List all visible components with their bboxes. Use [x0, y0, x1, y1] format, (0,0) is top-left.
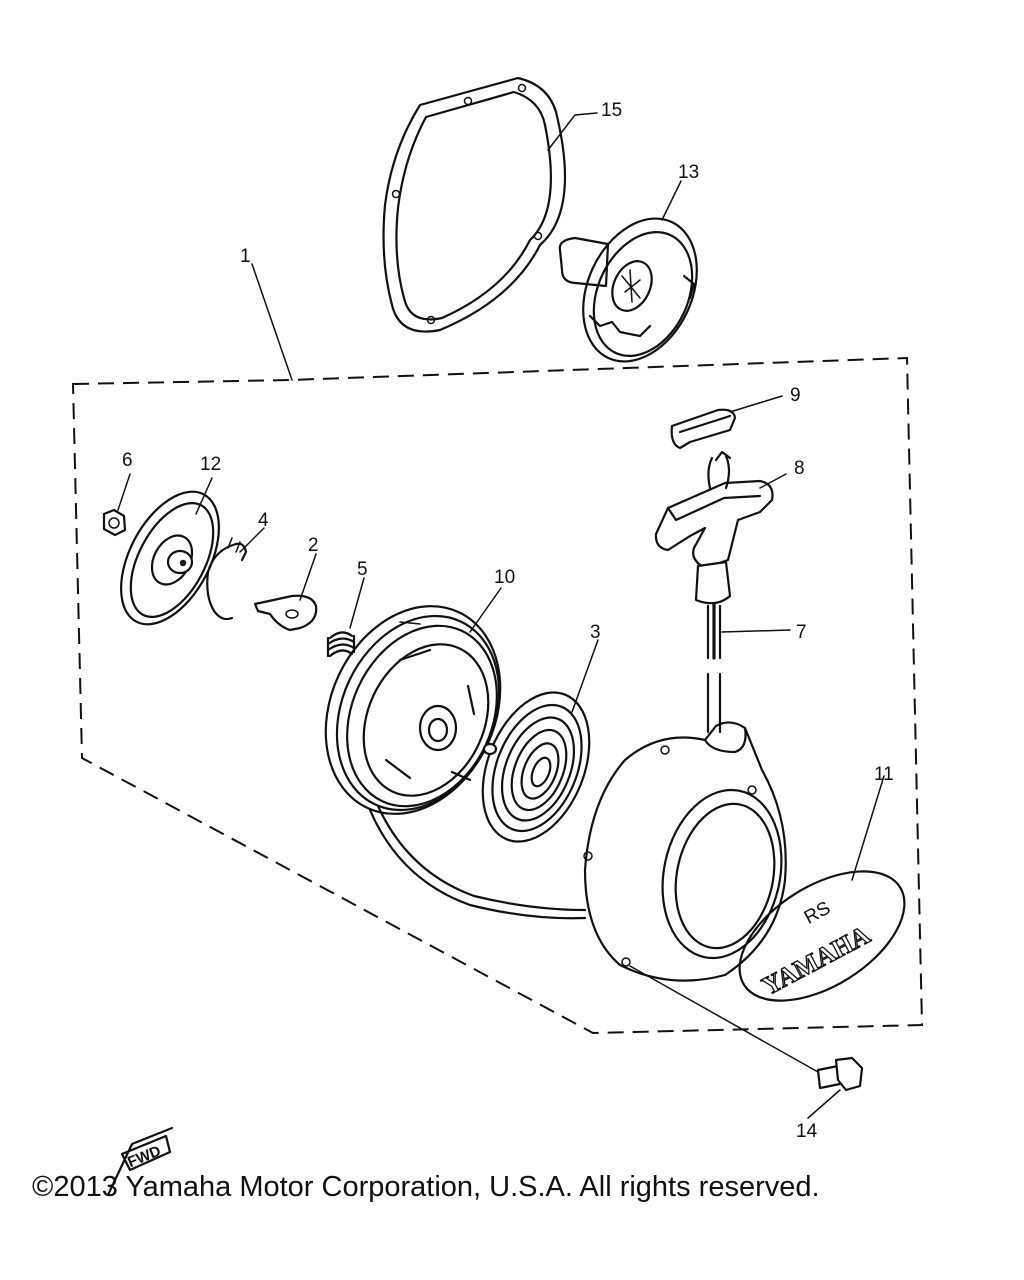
callout-14: 14 [796, 1121, 818, 1142]
part-3-recoil-spring [481, 691, 591, 843]
callout-4: 4 [258, 510, 269, 531]
part-11-emblem: YAMAHA RS [738, 870, 906, 1002]
part-12-friction-plate [120, 490, 220, 626]
callout-labels: 1 2 3 4 5 6 7 8 9 10 11 12 13 14 15 [122, 100, 894, 1142]
emblem-model: RS [801, 898, 834, 929]
callout-1: 1 [240, 246, 251, 267]
callout-2: 2 [308, 535, 319, 556]
callout-15: 15 [601, 100, 622, 121]
part-10-sheave-drum [324, 605, 502, 815]
emblem-brand: YAMAHA [757, 920, 875, 1001]
part-5-spring [326, 631, 356, 658]
callout-5: 5 [357, 559, 368, 580]
part-8-handle [654, 450, 774, 605]
callout-9: 9 [790, 385, 801, 406]
starter-case [583, 721, 787, 982]
callout-13: 13 [678, 162, 699, 183]
part-6-nut [102, 508, 127, 537]
callout-11: 11 [874, 764, 894, 785]
callout-6: 6 [122, 450, 133, 471]
leader-lines [117, 112, 885, 1119]
callout-3: 3 [590, 622, 601, 643]
callout-12: 12 [200, 454, 221, 475]
copyright-notice: ©2013 Yamaha Motor Corporation, U.S.A. A… [32, 1171, 820, 1203]
part-2-pawl [253, 594, 318, 632]
callout-8: 8 [794, 458, 805, 479]
assembly-boundary [71, 356, 924, 1035]
part-7-rope [368, 602, 722, 920]
part-14-bolt [816, 1056, 864, 1092]
callout-7: 7 [796, 622, 807, 643]
callout-10: 10 [494, 567, 515, 588]
part-13-drive-pulley [558, 217, 698, 363]
part-4-spring-clip [206, 537, 248, 621]
part-15-gasket [382, 76, 567, 333]
part-9-handle-cap [670, 408, 737, 450]
